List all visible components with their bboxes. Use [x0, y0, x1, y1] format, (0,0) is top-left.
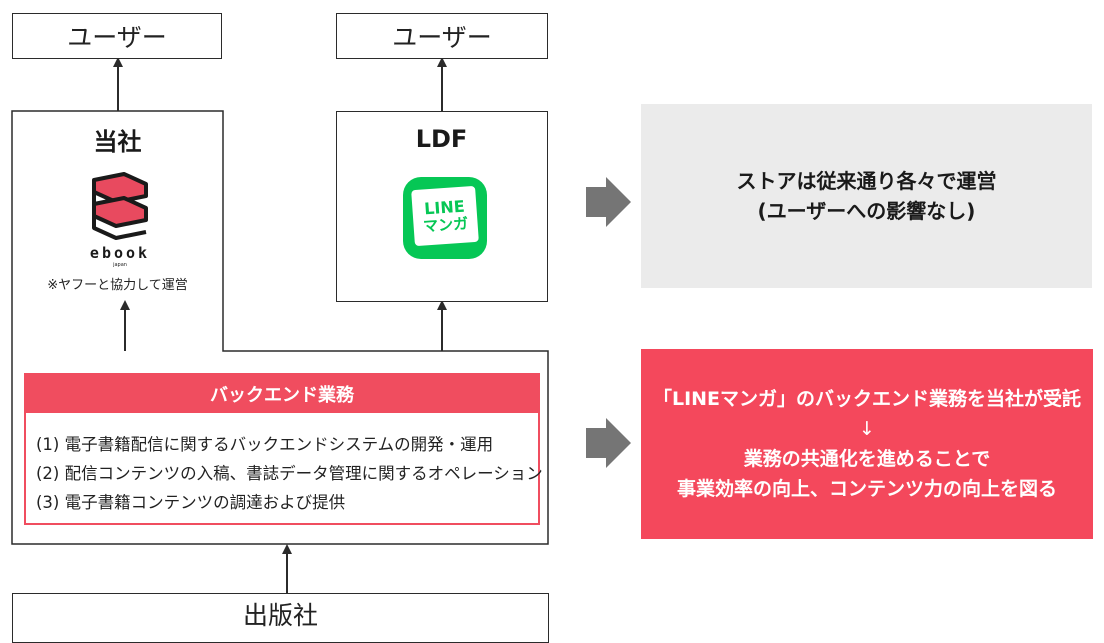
ebook-logo: ebook japan — [80, 170, 160, 270]
books-stack-icon — [92, 172, 148, 240]
user-label: ユーザー — [67, 23, 167, 52]
right-arrow-summary — [586, 418, 631, 468]
ebook-logo-word: ebook — [89, 244, 151, 262]
summary-line1: 「LINEマンガ」のバックエンド業務を当社が受託 — [652, 388, 1082, 410]
publisher-label: 出版社 — [242, 601, 318, 630]
app-icon-line2: マンガ — [422, 213, 469, 236]
ldf-box: LDF LINE マンガ — [336, 111, 548, 302]
backend-box: バックエンド業務 (1) 電子書籍配信に関するバックエンドシステムの開発・運用 … — [24, 373, 543, 525]
backend-item: (3) 電子書籍コンテンツの調達および提供 — [36, 493, 346, 512]
ebook-logo-sub: japan — [113, 262, 127, 268]
user-box-right: ユーザー — [336, 13, 548, 59]
company-title: 当社 — [93, 127, 142, 156]
summary-line3: 事業効率の向上、コンテンツ力の向上を図る — [676, 478, 1057, 500]
user-label: ユーザー — [392, 23, 492, 52]
summary-arrow: ↓ — [859, 418, 875, 440]
summary-panel: 「LINEマンガ」のバックエンド業務を当社が受託 ↓ 業務の共通化を進めることで… — [641, 349, 1093, 539]
backend-header: バックエンド業務 — [26, 375, 538, 413]
backend-item: (1) 電子書籍配信に関するバックエンドシステムの開発・運用 — [36, 435, 494, 454]
user-box-left: ユーザー — [12, 13, 222, 59]
ldf-title: LDF — [415, 125, 468, 153]
store-panel-line2: (ユーザーへの影響なし) — [757, 199, 976, 223]
company-note: ※ヤフーと協力して運営 — [47, 277, 188, 293]
store-panel-line1: ストアは従来通り各々で運営 — [736, 169, 997, 193]
line-manga-app-icon: LINE マンガ — [403, 177, 487, 259]
speech-bubble-icon: LINE マンガ — [411, 185, 479, 247]
backend-item: (2) 配信コンテンツの入稿、書誌データ管理に関するオペレーション — [36, 464, 543, 483]
right-arrow-store — [586, 177, 631, 227]
store-panel: ストアは従来通り各々で運営 (ユーザーへの影響なし) — [641, 104, 1092, 288]
publisher-box: 出版社 — [12, 593, 549, 643]
summary-line2: 業務の共通化を進めることで — [743, 448, 991, 470]
company-region-outline — [11, 110, 549, 545]
